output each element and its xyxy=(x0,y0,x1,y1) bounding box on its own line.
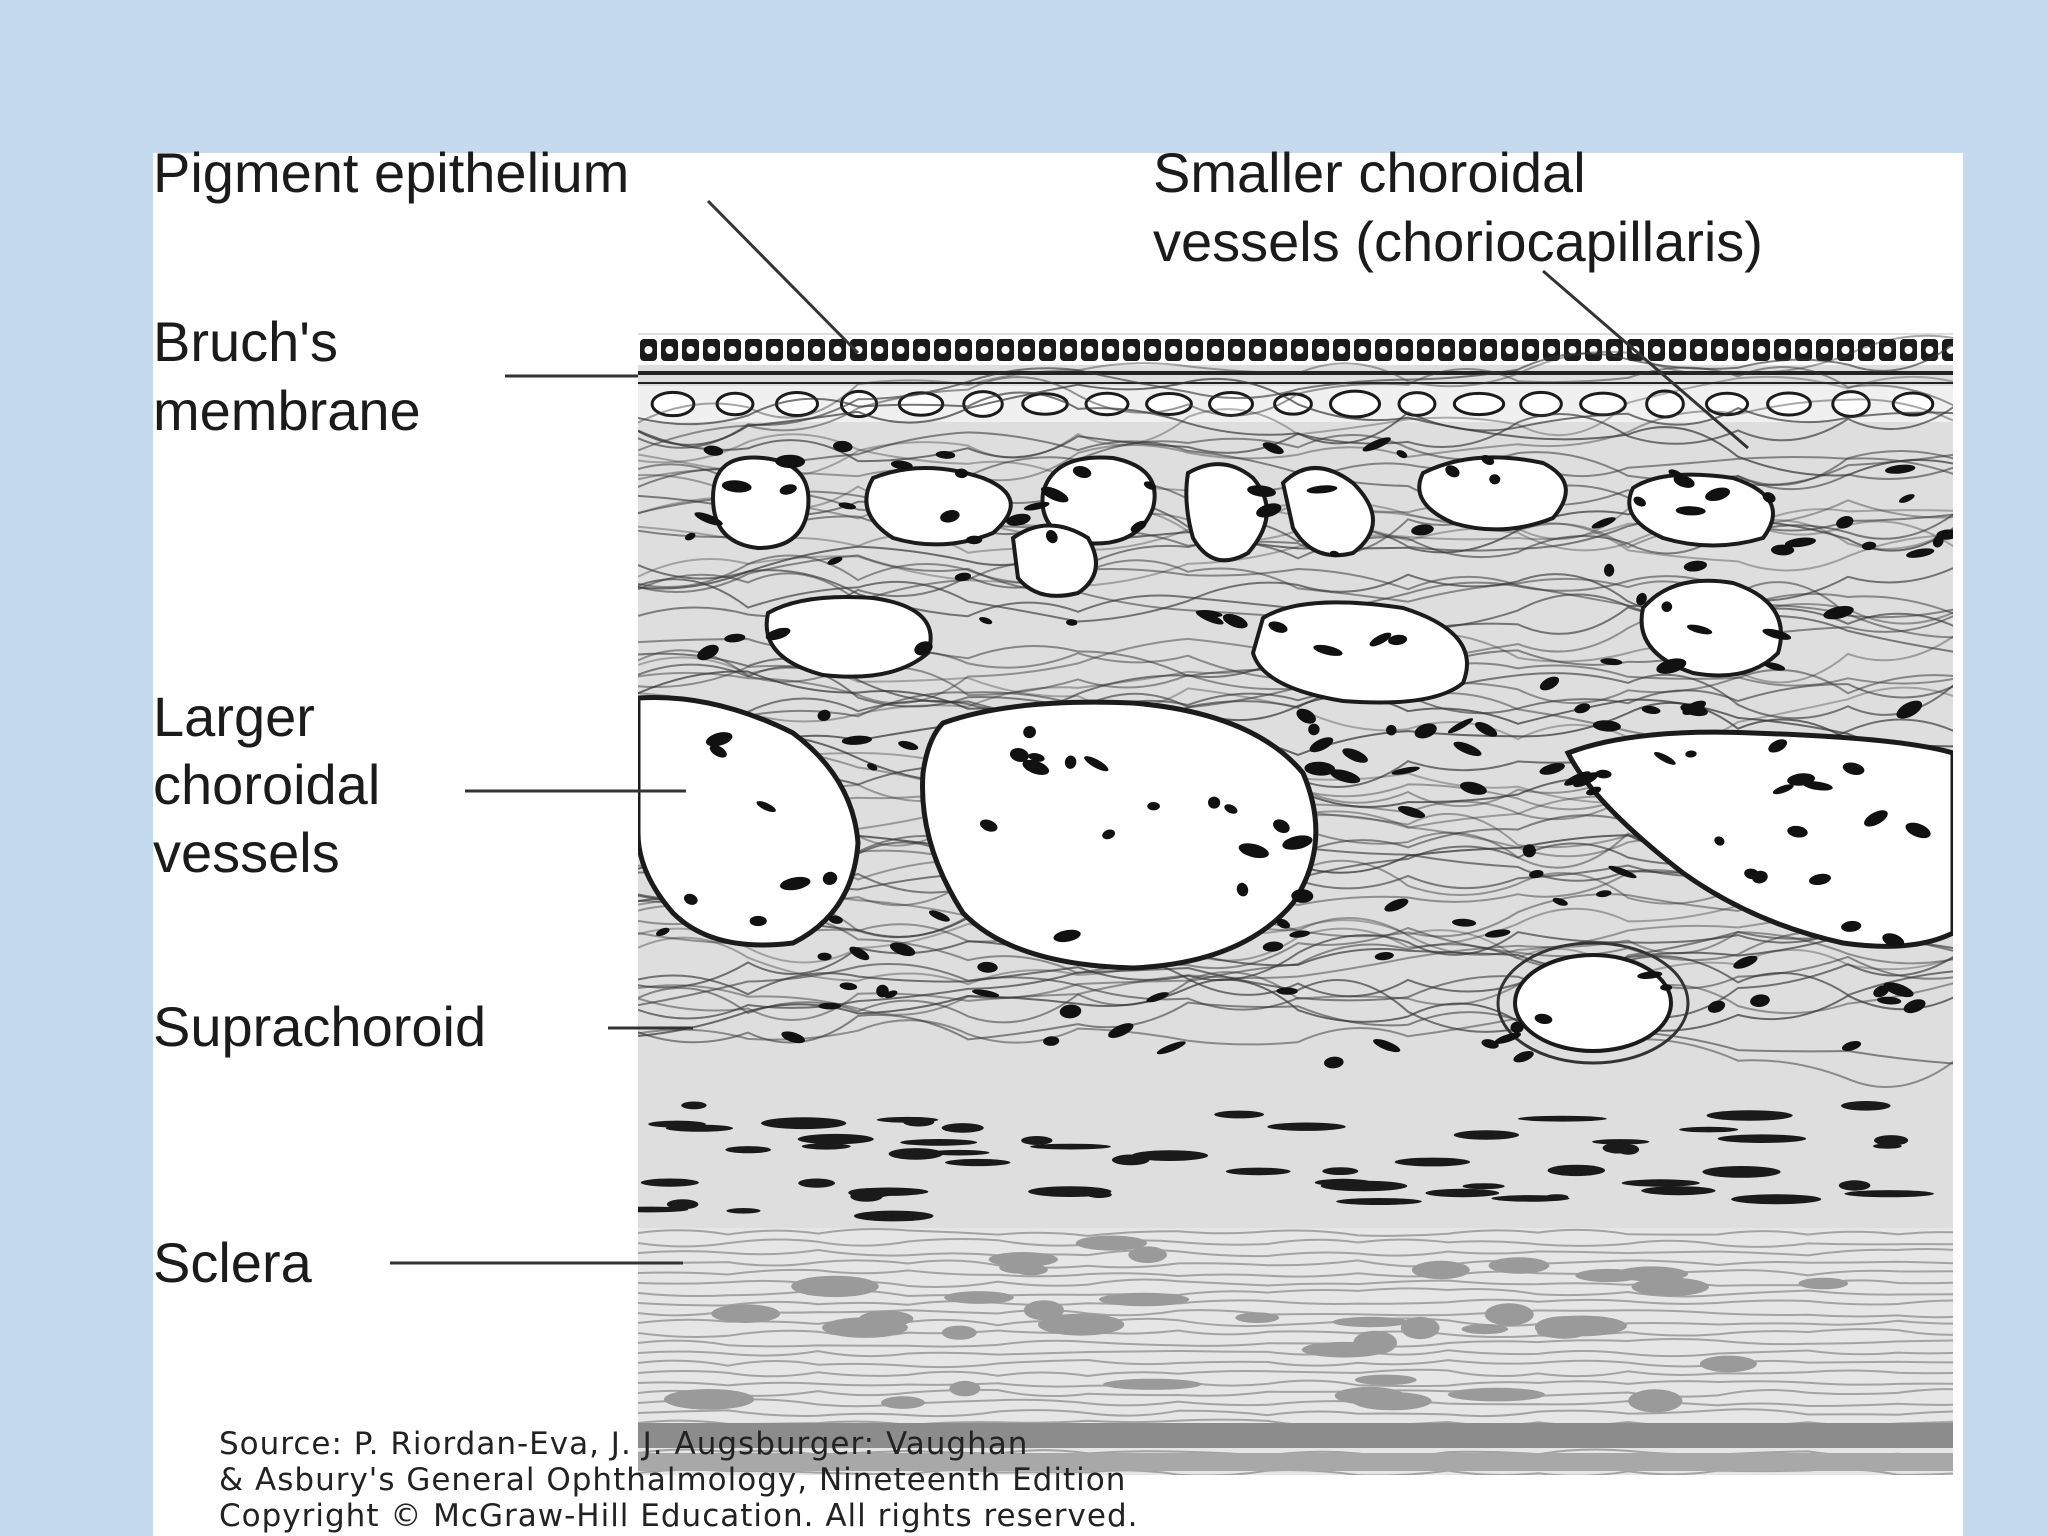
sclera-layer xyxy=(638,1228,1953,1536)
leader-pigment-epithelium xyxy=(706,199,860,355)
label-sclera: Sclera xyxy=(153,1231,312,1294)
label-smaller-choroidal-vessels-1: Smaller choroidal xyxy=(1153,141,1586,204)
label-bruchs-membrane-1: Bruch's xyxy=(153,310,338,373)
source-line-3: Copyright © McGraw-Hill Education. All r… xyxy=(219,1498,1139,1534)
larger-choroidal-vessels xyxy=(638,694,1953,971)
label-larger-vessels-3: vessels xyxy=(153,821,340,884)
suprachoroid-vessel xyxy=(1496,941,1690,1065)
label-larger-vessels-2: choroidal xyxy=(153,753,381,816)
source-citation: Source: P. Riordan-Eva, J. J. Augsburger… xyxy=(219,1426,1139,1534)
suprachoroid-lamellae xyxy=(638,1101,1934,1222)
leader-lines xyxy=(390,199,1749,1265)
pigment-epithelium-cells xyxy=(640,339,1953,361)
cell-nuclei xyxy=(656,437,1953,1069)
medium-choroidal-vessels xyxy=(710,455,1783,705)
choriocapillaris-vessels xyxy=(650,389,1935,419)
label-suprachoroid: Suprachoroid xyxy=(153,995,487,1058)
figure-panel: Pigment epithelium Smaller choroidal ves… xyxy=(153,141,1963,1536)
label-bruchs-membrane-2: membrane xyxy=(153,379,421,442)
source-line-2: & Asbury's General Ophthalmology, Ninete… xyxy=(219,1462,1127,1498)
label-pigment-epithelium: Pigment epithelium xyxy=(153,141,630,204)
leader-smaller-vessels xyxy=(1542,269,1749,450)
label-smaller-choroidal-vessels-2: vessels (choriocapillaris) xyxy=(1153,210,1763,273)
source-line-1: Source: P. Riordan-Eva, J. J. Augsburger… xyxy=(219,1426,1029,1462)
label-larger-vessels-1: Larger xyxy=(153,685,315,748)
choroid-cross-section-diagram xyxy=(390,199,1953,1536)
